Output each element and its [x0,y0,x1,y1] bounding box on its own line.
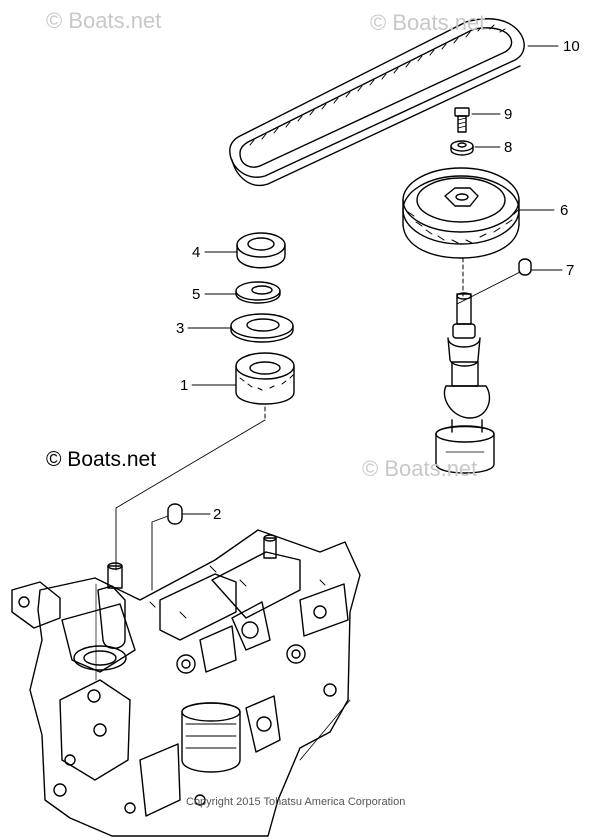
camshaft [435,257,495,474]
key-part-7 [518,258,532,276]
callout-6: 6 [560,202,569,219]
watermark-mid-right: © Boats.net [362,456,478,481]
callout-8: 8 [504,139,513,156]
watermark-top-right: © Boats.net [370,10,486,35]
oil-seal-part-4 [236,232,286,269]
callout-9: 9 [504,106,513,123]
powerhead-block [11,529,361,837]
leader-lines [115,45,563,591]
callout-3: 3 [176,320,185,337]
watermark-main: © Boats.net [46,448,157,471]
spacer-part-5 [235,281,281,304]
callout-10: 10 [563,38,580,55]
washer-part-8 [450,140,474,156]
copyright-text: Copyright 2015 Tohatsu America Corporati… [186,796,406,808]
callout-2: 2 [213,506,222,523]
callout-4: 4 [192,244,201,261]
callout-7: 7 [566,262,575,279]
crank-pulley-part-1 [235,352,295,421]
callout-5: 5 [192,286,201,303]
callout-1: 1 [180,377,189,394]
timing-belt-part-10 [229,18,525,187]
bolt-part-9 [454,107,470,133]
cam-pulley-part-6 [402,167,520,259]
watermark-top-left: © Boats.net [46,8,162,33]
key-part-2 [167,503,211,525]
plate-part-3 [230,313,294,343]
